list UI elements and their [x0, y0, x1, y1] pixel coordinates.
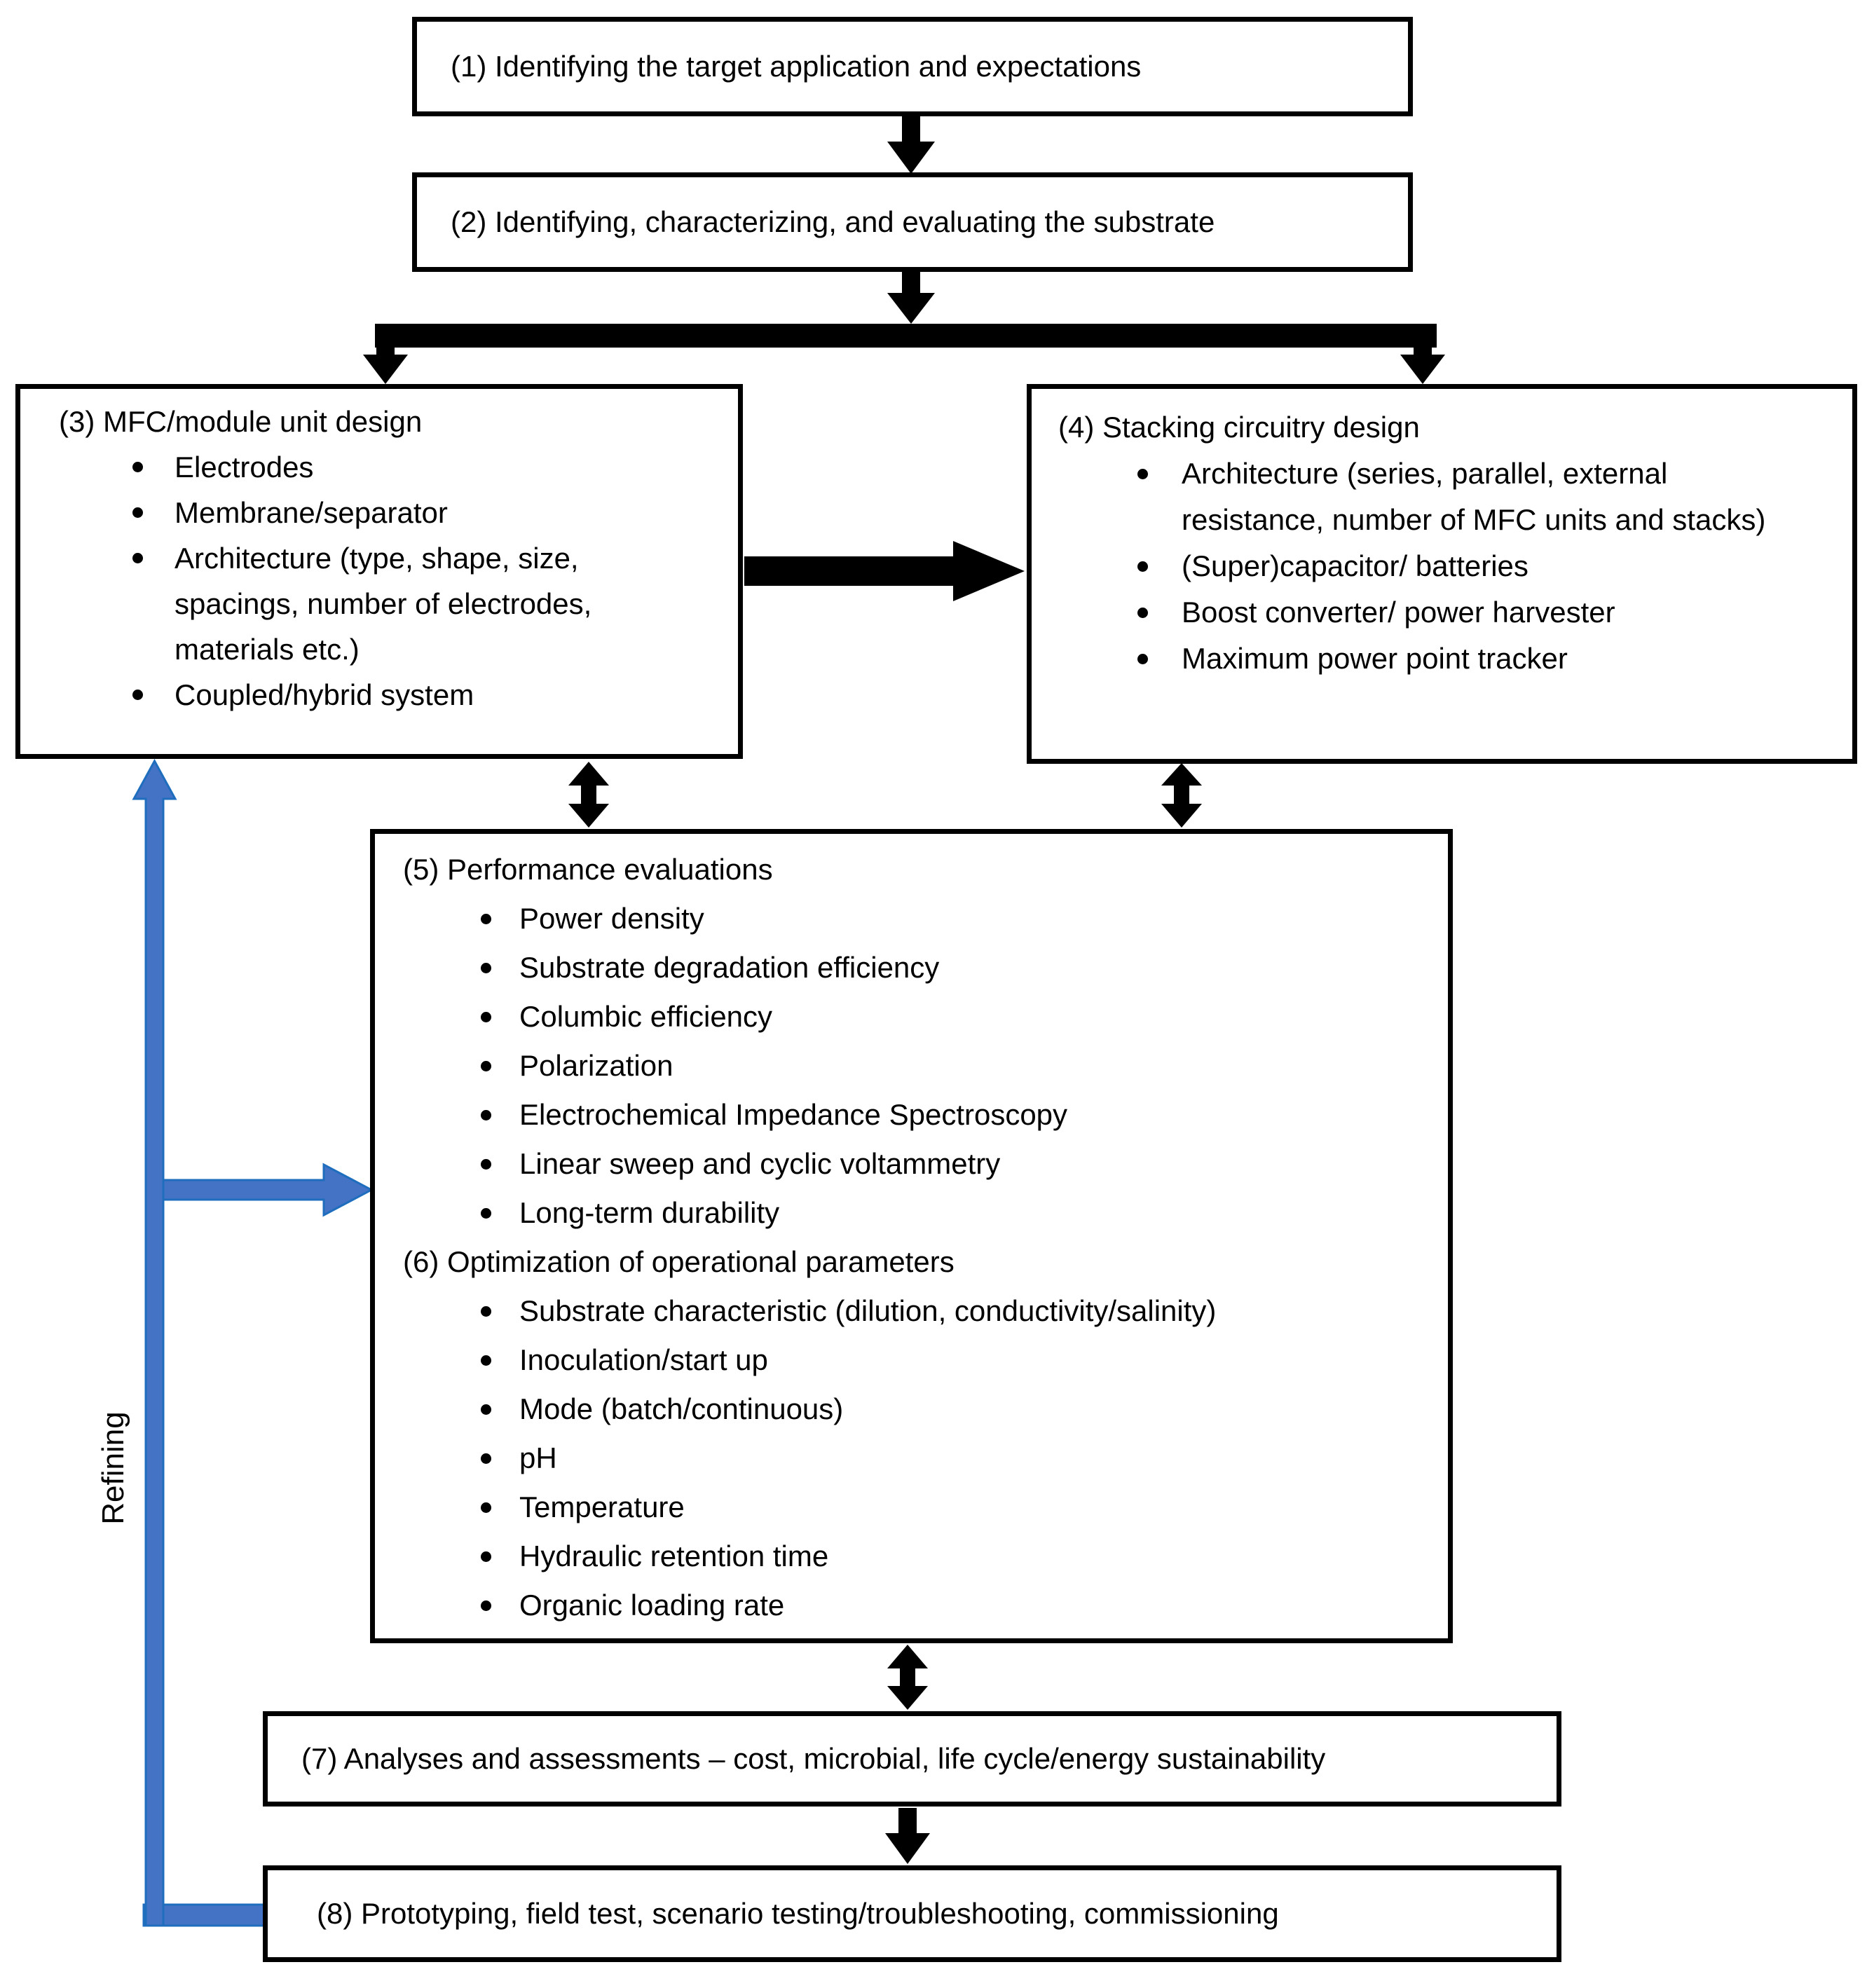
box-7-text: (7) Analyses and assessments – cost, mic…	[301, 1741, 1326, 1775]
box-1-text: (1) Identifying the target application a…	[451, 49, 1142, 83]
list-item: Polarization	[481, 1041, 1430, 1090]
list-item: Inoculation/start up	[481, 1336, 1430, 1385]
list-item: (Super)capacitor/ batteries	[1137, 543, 1798, 589]
list-item: Columbic efficiency	[481, 992, 1430, 1041]
arrow-7-to-8-head	[885, 1833, 930, 1864]
list-item: Substrate characteristic (dilution, cond…	[481, 1287, 1430, 1336]
arrow-56-7-bidirectional	[887, 1645, 928, 1710]
list-item: Membrane/separator	[132, 490, 679, 535]
list-item: Linear sweep and cyclic voltammetry	[481, 1139, 1430, 1188]
box-1-target-application: (1) Identifying the target application a…	[412, 17, 1413, 116]
box-2-text: (2) Identifying, characterizing, and eva…	[451, 205, 1215, 238]
box-4-title: (4) Stacking circuitry design	[1058, 411, 1420, 444]
list-item: Electrodes	[132, 444, 679, 490]
list-item: Electrochemical Impedance Spectroscopy	[481, 1090, 1430, 1139]
list-item: Temperature	[481, 1483, 1430, 1532]
box-6-title: (6) Optimization of operational paramete…	[403, 1245, 955, 1278]
box-5-bullet-list: Power density Substrate degradation effi…	[375, 894, 1448, 1238]
arrow-1-to-2-head	[887, 142, 935, 174]
arrow-junction-to-4-shaft	[1414, 343, 1432, 357]
box-2-substrate-evaluation: (2) Identifying, characterizing, and eva…	[412, 172, 1413, 272]
box-4-stacking-circuitry-design: (4) Stacking circuitry design Architectu…	[1027, 384, 1857, 764]
refining-up-arrow	[132, 758, 177, 1927]
arrow-1-to-2-shaft	[902, 116, 920, 145]
box-8-text: (8) Prototyping, field test, scenario te…	[317, 1896, 1279, 1930]
arrow-3-to-4-shaft	[744, 556, 953, 586]
box-5-title: (5) Performance evaluations	[403, 853, 773, 886]
box-3-mfc-module-unit-design: (3) MFC/module unit design Electrodes Me…	[15, 384, 743, 759]
box-3-title: (3) MFC/module unit design	[59, 405, 423, 438]
box-7-analyses-assessments: (7) Analyses and assessments – cost, mic…	[263, 1711, 1561, 1807]
refining-branch-arrow	[162, 1163, 374, 1217]
list-item: Power density	[481, 894, 1430, 943]
list-item: Maximum power point tracker	[1137, 636, 1798, 682]
list-item: Boost converter/ power harvester	[1137, 589, 1798, 636]
list-item: Architecture (type, shape, size, spacing…	[132, 535, 679, 672]
list-item: Architecture (series, parallel, external…	[1137, 451, 1798, 543]
box-4-bullet-list: Architecture (series, parallel, external…	[1032, 451, 1852, 682]
arrow-junction-to-3-shaft	[376, 343, 395, 357]
arrow-junction-to-4-head	[1400, 355, 1445, 384]
arrow-3-to-4-head	[953, 541, 1025, 601]
box-3-bullet-list: Electrodes Membrane/separator Architectu…	[20, 444, 738, 718]
box-8-prototyping-commissioning: (8) Prototyping, field test, scenario te…	[263, 1865, 1561, 1962]
arrow-junction-to-3-head	[363, 355, 408, 384]
list-item: Long-term durability	[481, 1188, 1430, 1238]
arrow-2-to-junction-shaft	[902, 270, 920, 296]
arrow-3-5-bidirectional	[568, 762, 609, 828]
arrow-4-5-bidirectional	[1161, 763, 1202, 828]
junction-bar	[375, 324, 1437, 348]
refining-label: Refining	[96, 1411, 130, 1525]
list-item: pH	[481, 1434, 1430, 1483]
list-item: Hydraulic retention time	[481, 1532, 1430, 1581]
box-5-6-performance-and-optimization: (5) Performance evaluations Power densit…	[370, 829, 1453, 1643]
arrow-7-to-8-shaft	[898, 1808, 917, 1836]
list-item: Mode (batch/continuous)	[481, 1385, 1430, 1434]
list-item: Substrate degradation efficiency	[481, 943, 1430, 992]
list-item: Organic loading rate	[481, 1581, 1430, 1630]
list-item: Coupled/hybrid system	[132, 672, 679, 718]
box-6-bullet-list: Substrate characteristic (dilution, cond…	[375, 1287, 1448, 1630]
arrow-2-to-junction-head	[887, 293, 935, 324]
